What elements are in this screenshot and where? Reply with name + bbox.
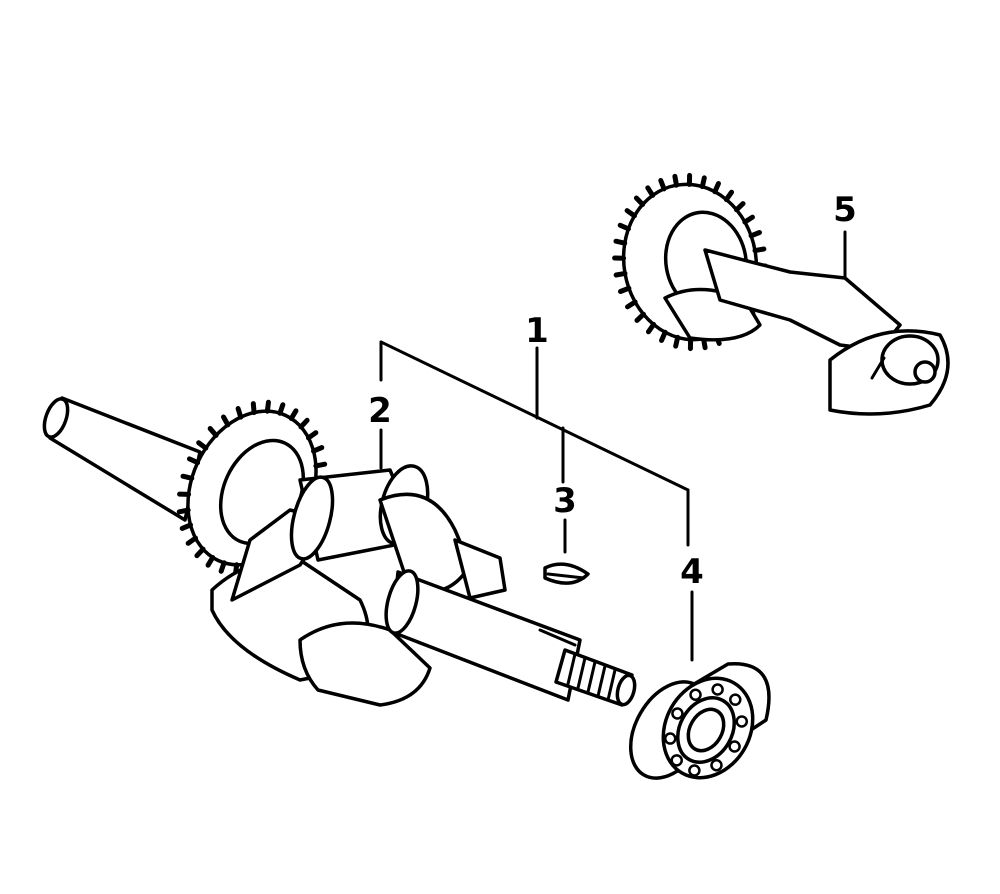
gear-tooth	[313, 461, 328, 469]
gear-tooth	[196, 440, 209, 451]
woodruff-key	[543, 562, 590, 585]
gear-tooth	[207, 426, 219, 438]
leader-lines	[379, 230, 847, 662]
gear-tooth	[624, 208, 637, 219]
gear-tooth	[613, 270, 628, 278]
gear-tooth	[645, 185, 656, 198]
gear-tooth	[658, 178, 667, 192]
gear-tooth	[186, 456, 201, 466]
bearing-ball	[663, 732, 677, 745]
leader-bracket	[379, 340, 690, 492]
keyway	[538, 628, 577, 647]
gear-tooth	[277, 402, 286, 416]
cam-gear	[612, 172, 768, 352]
gear-tooth	[699, 175, 707, 190]
callout-5: 5	[833, 190, 857, 230]
crank-pin	[453, 538, 507, 600]
gear-tooth	[176, 507, 191, 515]
gear-tooth	[659, 329, 668, 343]
bearing-ball	[711, 683, 724, 696]
gear-tooth	[205, 554, 216, 568]
gear-tooth	[250, 401, 257, 416]
gear-tooth	[218, 560, 227, 574]
gear-tooth	[625, 299, 638, 310]
threaded-end	[554, 648, 637, 707]
crankshaft	[42, 396, 637, 707]
gear-tooth	[179, 522, 193, 531]
gear-tooth	[180, 473, 195, 481]
gear-tooth	[734, 201, 746, 213]
callout-2: 2	[368, 391, 392, 431]
gear-tooth	[742, 214, 755, 225]
gear-tooth	[264, 399, 271, 414]
callout-4: 4	[680, 552, 704, 592]
gear-tooth	[221, 414, 231, 428]
gear-tooth	[305, 430, 319, 441]
gear-tooth	[672, 173, 679, 188]
camshaft	[612, 172, 950, 416]
gear-tooth	[723, 189, 735, 203]
bearing-ball	[688, 764, 701, 777]
gear-tooth	[712, 181, 721, 195]
bearing-ball	[689, 688, 702, 702]
gear-tooth	[185, 535, 199, 546]
callout-1: 1	[525, 311, 549, 351]
bearing-ball	[728, 740, 741, 753]
gear-tooth	[194, 546, 206, 559]
callout-3: 3	[553, 481, 577, 521]
pto-shaft	[45, 396, 202, 522]
gear-tooth	[748, 230, 762, 239]
bearing-ball	[735, 715, 749, 728]
gear-tooth	[288, 408, 299, 422]
gear-tooth	[617, 222, 631, 232]
bearing-ball	[729, 693, 742, 706]
gear-tooth	[752, 246, 767, 254]
bearing-ball	[671, 707, 684, 720]
gear-tooth	[633, 195, 646, 207]
gear-tooth	[298, 417, 310, 430]
gear-tooth	[645, 321, 657, 335]
gear-tooth	[634, 311, 646, 323]
gear-tooth	[618, 285, 632, 294]
bearing-ball	[670, 754, 683, 767]
gear-tooth	[613, 238, 628, 246]
ball-bearing	[628, 662, 771, 780]
gear-tooth	[673, 334, 681, 349]
bearing-ball	[710, 758, 723, 772]
gear-tooth	[311, 445, 325, 454]
gear-tooth	[235, 406, 244, 420]
counterweight-front	[298, 621, 432, 707]
